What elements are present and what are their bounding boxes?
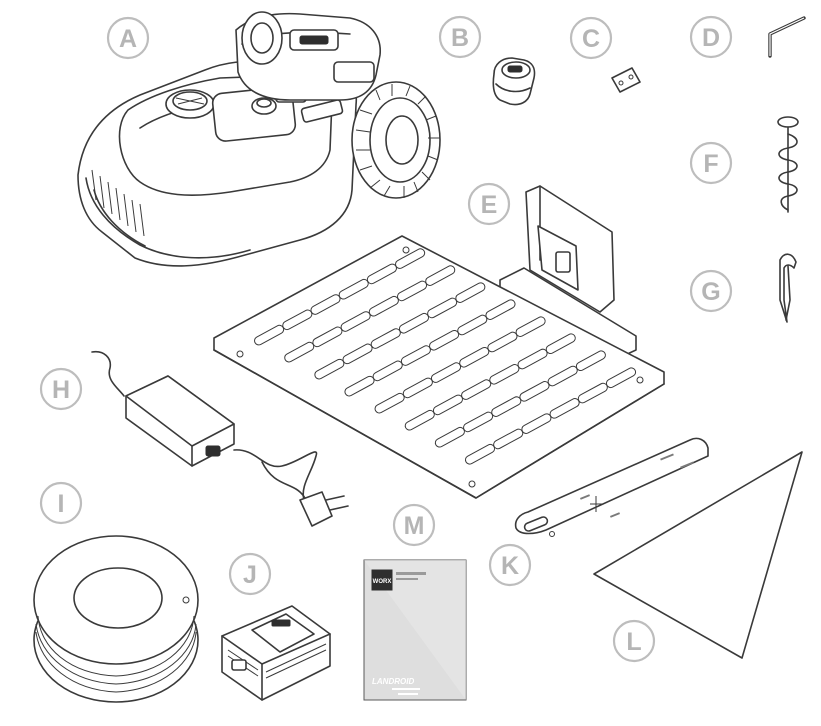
plate-slot [344, 375, 375, 397]
plate-slot [342, 343, 373, 365]
plate-slot [425, 265, 456, 286]
svg-text:L: L [626, 628, 641, 656]
plate-slot [575, 350, 606, 372]
plate-slot [366, 263, 397, 285]
plate-slot [402, 377, 433, 399]
label-J: J [228, 552, 272, 596]
plate-slot [491, 396, 522, 417]
plate-slot [547, 365, 578, 387]
plate-slot [521, 413, 552, 434]
plate-slot [397, 280, 428, 302]
plate-slot [517, 348, 548, 370]
plate-slots [254, 248, 637, 465]
plate-slot [398, 312, 429, 334]
svg-text:H: H [52, 376, 70, 404]
boundary-wire-spool [33, 535, 199, 703]
plate-slot [459, 347, 490, 368]
plate-slot [432, 394, 463, 416]
plate-slot [464, 443, 496, 465]
plate-slot [338, 278, 369, 300]
robotic-mower [77, 11, 441, 267]
label-E: E [467, 182, 511, 226]
plate-slot [284, 341, 315, 363]
svg-text:B: B [451, 24, 469, 52]
svg-text:J: J [243, 561, 257, 589]
plate-slot [429, 329, 460, 351]
label-K: K [488, 543, 532, 587]
battery-pack [221, 605, 331, 701]
plate-slot [312, 326, 343, 348]
wire-connector [492, 57, 536, 106]
hex-key [768, 16, 806, 58]
boundary-peg [779, 253, 797, 323]
plate-slot [463, 411, 494, 433]
label-I: I [39, 481, 83, 525]
wire-guide-triangle [593, 451, 803, 659]
plate-slot [370, 328, 401, 349]
plate-slot [314, 358, 345, 380]
power-supply [91, 350, 349, 527]
label-F: F [689, 141, 733, 185]
user-manual: WORX LANDROID [363, 559, 467, 701]
svg-text:A: A [119, 25, 137, 53]
plate-slot [434, 426, 465, 448]
label-L: L [612, 619, 656, 663]
manual-product: LANDROID [372, 677, 414, 686]
plate-slot [519, 381, 550, 402]
plate-slot [457, 314, 488, 336]
plate-slot [404, 409, 435, 431]
replacement-blade [611, 67, 641, 93]
label-C: C [569, 16, 613, 60]
svg-text:K: K [501, 552, 519, 580]
label-H: H [39, 367, 83, 411]
svg-text:G: G [701, 278, 720, 306]
plate-slot [489, 364, 520, 385]
svg-text:M: M [404, 512, 425, 540]
plate-slot [549, 398, 580, 419]
plate-slot [400, 345, 431, 366]
label-G: G [689, 269, 733, 313]
plate-slot [515, 316, 546, 337]
plate-slot [310, 294, 341, 315]
svg-text:F: F [703, 150, 718, 178]
manual-brand: WORX [373, 579, 392, 585]
svg-text:E: E [481, 191, 498, 219]
plate-slot [368, 295, 399, 317]
label-B: B [438, 15, 482, 59]
plate-slot [455, 282, 486, 303]
plate-slot [431, 362, 462, 383]
distance-gauge [514, 437, 709, 537]
label-D: D [689, 15, 733, 59]
plate-slot [487, 331, 518, 353]
plate-slot [461, 379, 492, 400]
label-M: M [392, 503, 436, 547]
plate-slot [340, 311, 371, 332]
plate-slot [485, 299, 516, 320]
label-A: A [106, 16, 150, 60]
plate-slot [427, 297, 458, 319]
svg-text:I: I [58, 490, 65, 518]
plate-slot [577, 382, 608, 404]
plate-slot [372, 360, 403, 382]
svg-text:D: D [702, 24, 720, 52]
plate-slot [395, 248, 426, 269]
charging-base [213, 185, 665, 499]
plate-slot [282, 309, 313, 331]
plate-slot [545, 333, 576, 354]
plate-slot [374, 392, 405, 414]
plate-slot [605, 367, 637, 389]
plate-slot [254, 324, 285, 346]
plate-slot [493, 428, 524, 450]
svg-text:C: C [582, 25, 600, 53]
spiral-peg [777, 116, 799, 213]
